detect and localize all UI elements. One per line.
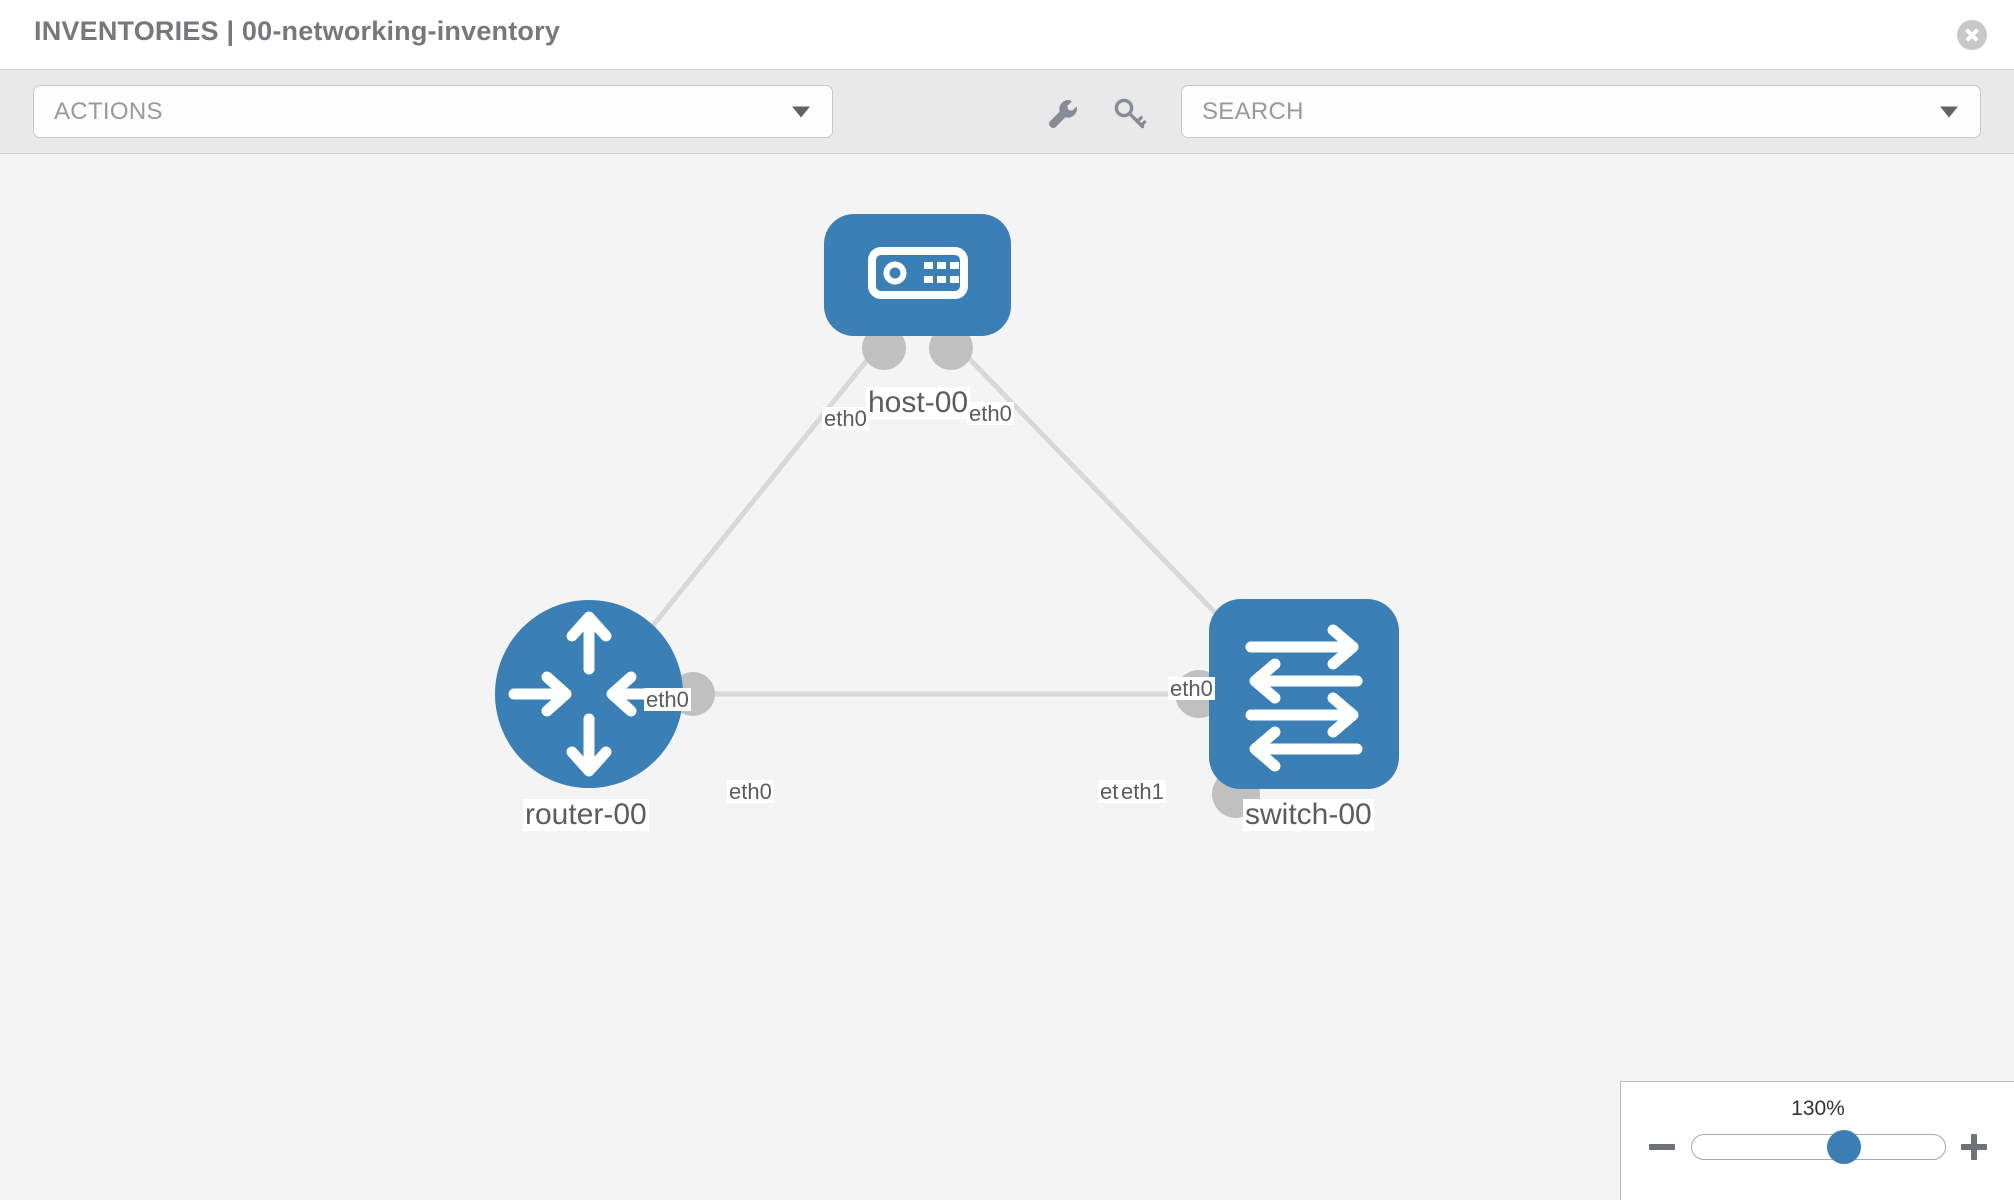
edge-label-host00-eth0-left: eth0 bbox=[822, 406, 869, 431]
server-icon bbox=[868, 247, 968, 299]
edge-label-router00-eth0-right: eth0 bbox=[727, 779, 774, 804]
topology-graph bbox=[495, 214, 1399, 818]
minus-icon[interactable] bbox=[1649, 1134, 1675, 1160]
zoom-slider-track[interactable] bbox=[1691, 1130, 1946, 1164]
edge-host00-switch00[interactable] bbox=[953, 342, 1257, 656]
edge-layer bbox=[628, 342, 1257, 697]
edge-label-switch00-eth1-left: eth1 bbox=[1119, 779, 1166, 804]
router-arrows-icon bbox=[508, 611, 670, 777]
endpoint-host00-right[interactable] bbox=[929, 326, 973, 370]
actions-dropdown-label: ACTIONS bbox=[54, 97, 163, 125]
zoom-level-value: 130% bbox=[1791, 1097, 1845, 1120]
edge-label-host00-eth0-right: eth0 bbox=[967, 401, 1014, 426]
edge-label-router00-eth0-up: eth0 bbox=[644, 687, 691, 712]
node-label-switch-00: switch-00 bbox=[1243, 798, 1374, 831]
node-label-host-00: host-00 bbox=[866, 386, 971, 419]
edge-host00-router00[interactable] bbox=[628, 342, 882, 656]
chevron-down-icon bbox=[1940, 106, 1958, 117]
plus-icon[interactable] bbox=[1961, 1134, 1987, 1160]
close-icon[interactable] bbox=[1957, 20, 1987, 50]
zoom-slider-thumb[interactable] bbox=[1826, 1130, 1861, 1164]
zoom-control-panel: 130% bbox=[1620, 1081, 2014, 1200]
page-title: INVENTORIES | 00-networking-inventory bbox=[34, 16, 561, 46]
node-switch-00[interactable] bbox=[1209, 599, 1399, 789]
actions-dropdown[interactable]: ACTIONS bbox=[33, 85, 833, 138]
node-label-router-00: router-00 bbox=[523, 798, 649, 831]
endpoint-host00-left[interactable] bbox=[862, 326, 906, 370]
node-host-00[interactable] bbox=[824, 214, 1011, 336]
search-input[interactable]: SEARCH bbox=[1181, 85, 1981, 138]
topology-canvas[interactable]: eth0 host-00 eth0 eth0 eth0 eth0 eth0 et… bbox=[0, 154, 2014, 1200]
edge-label-switch00-eth0-up: eth0 bbox=[1168, 676, 1215, 701]
switch-arrows-icon bbox=[1245, 624, 1363, 772]
toolbar: ACTIONS SEARCH bbox=[0, 69, 2014, 154]
chevron-down-icon bbox=[792, 106, 810, 117]
wrench-icon[interactable] bbox=[1046, 97, 1080, 131]
node-router-00[interactable] bbox=[495, 600, 683, 788]
page-header: INVENTORIES | 00-networking-inventory bbox=[0, 0, 2014, 69]
search-placeholder: SEARCH bbox=[1202, 97, 1304, 125]
key-icon[interactable] bbox=[1113, 97, 1147, 131]
